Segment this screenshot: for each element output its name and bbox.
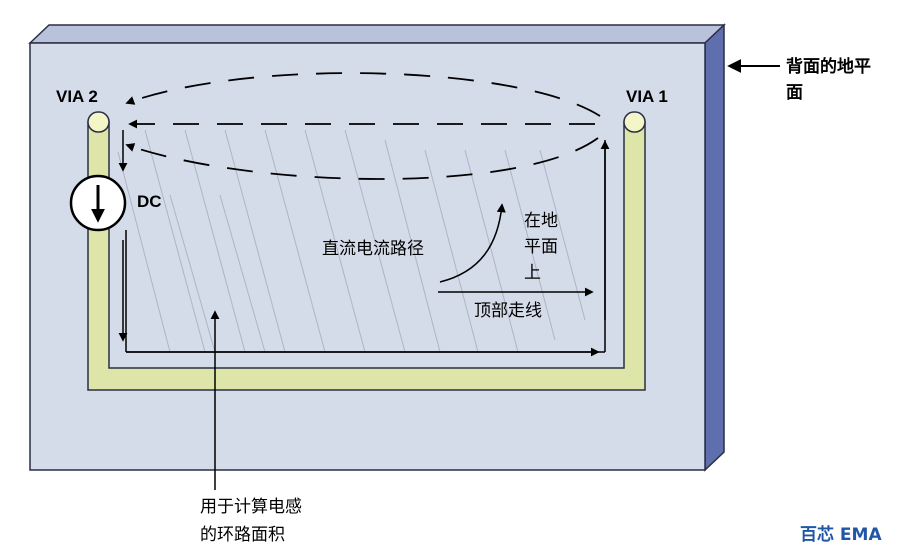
- loop-area-label-line1: 用于计算电感: [200, 497, 302, 517]
- on-plane-label-line1: 在地: [524, 211, 558, 231]
- on-plane-label-line3: 上: [524, 263, 541, 283]
- return-path-outer: [125, 72, 601, 117]
- top-trace-label: 顶部走线: [474, 301, 542, 321]
- dc-label: DC: [137, 192, 162, 211]
- via-1: [623, 111, 646, 133]
- ground-plane-front-face: [29, 42, 706, 471]
- ground-plane-side-face: [704, 23, 725, 472]
- dc-path-label: 直流电流路径: [322, 239, 424, 259]
- via-2: [87, 111, 110, 133]
- loop-area-label-line2: 的环路面积: [200, 525, 285, 545]
- via1-label: VIA 1: [626, 87, 668, 106]
- dc-source: [69, 174, 127, 232]
- on-plane-curved-arrow: [439, 203, 506, 283]
- plane-return-current-paths: [125, 72, 601, 180]
- brand-logo: 百芯 EMA: [800, 524, 882, 545]
- trace-current-path: [118, 130, 610, 357]
- ground-plane-label-line2: 面: [786, 83, 803, 103]
- return-path-inner: [125, 137, 599, 180]
- ground-plane-label-line1: 背面的地平: [786, 56, 871, 77]
- ground-plane: [28, 23, 726, 472]
- ground-plane-top-face: [28, 24, 726, 44]
- loop-area-hatching: [117, 129, 586, 353]
- via2-label: VIA 2: [56, 87, 98, 106]
- on-plane-label-line2: 平面: [524, 237, 558, 257]
